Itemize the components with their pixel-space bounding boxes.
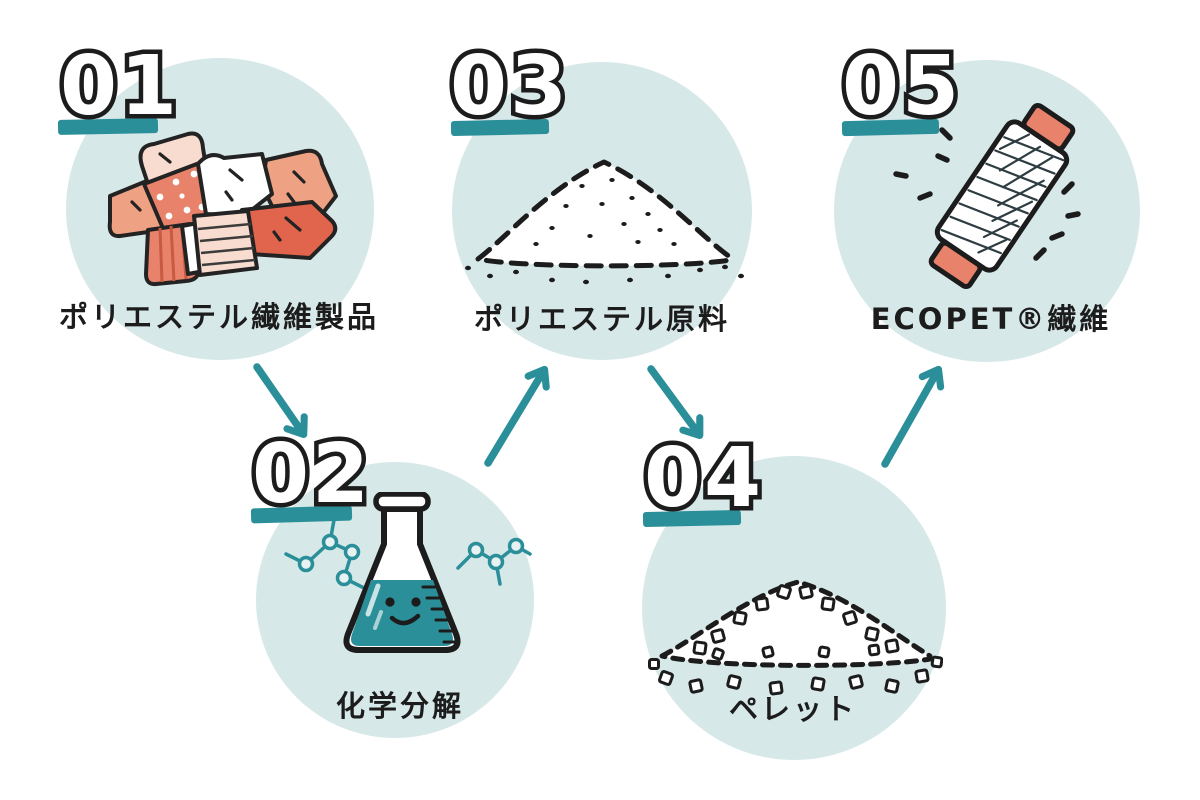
- chemistry-flask-icon: [284, 492, 532, 653]
- step-number-05: 05 05: [837, 39, 963, 134]
- step-label-01: ポリエステル繊維製品: [58, 300, 380, 334]
- step-number-02: 02 02: [247, 427, 373, 522]
- yarn-spool-icon: [893, 102, 1081, 290]
- arrow-04-to-05: [881, 365, 945, 468]
- step-number-03: 03 03: [445, 39, 571, 134]
- powder-pile-icon: [465, 159, 744, 285]
- step-label-02: 化学分解: [335, 689, 465, 723]
- arrow-02-to-03: [484, 365, 550, 467]
- step-label-03: ポリエステル原料: [473, 302, 731, 336]
- arrow-01-to-02: [253, 363, 308, 439]
- pellet-pile-icon: [648, 579, 943, 696]
- step-number-01: 01 01: [55, 39, 181, 134]
- step-number-04: 04 04: [639, 431, 765, 526]
- step-label-05: ECOPET®繊維: [870, 302, 1112, 336]
- arrow-03-to-04: [647, 365, 704, 439]
- fabric-scraps-icon: [107, 131, 338, 287]
- step-label-04: ペレット: [728, 692, 858, 726]
